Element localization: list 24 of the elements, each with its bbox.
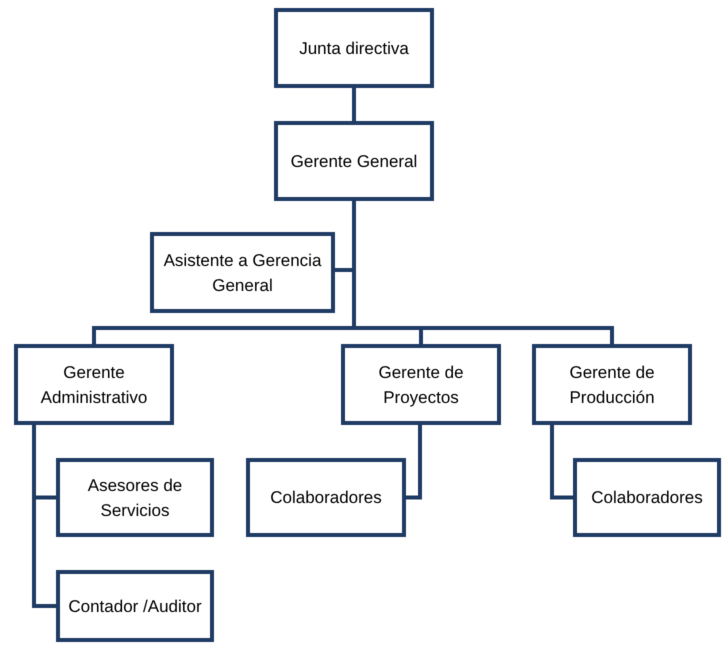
- org-box: [341, 344, 501, 425]
- box-label: Colaboradores: [270, 487, 382, 509]
- box-label: Junta directiva: [299, 38, 409, 60]
- org-box: [274, 121, 434, 201]
- box-label: Asesores de Servicios: [86, 474, 184, 522]
- connector-line: [406, 425, 422, 500]
- connector-line: [352, 88, 356, 121]
- org-box: [274, 8, 434, 88]
- box-label: Gerente de Proyectos: [377, 362, 465, 408]
- org-box: [532, 344, 692, 425]
- org-box: [56, 570, 214, 642]
- box-label: Contador /Auditor: [68, 596, 202, 618]
- box-label: Colaboradores: [591, 487, 703, 509]
- org-box: [14, 344, 174, 425]
- connector-line: [352, 201, 614, 344]
- box-label: Gerente Administrativo: [40, 362, 148, 408]
- org-box: [573, 458, 721, 537]
- org-box: [56, 458, 214, 537]
- org-box: [246, 458, 406, 537]
- org-box: [150, 232, 335, 313]
- box-label: Asistente a Gerencia General: [162, 250, 322, 296]
- box-label: Gerente de Producción: [568, 362, 656, 408]
- connector-line: [550, 425, 573, 500]
- box-label: Gerente General: [290, 150, 418, 172]
